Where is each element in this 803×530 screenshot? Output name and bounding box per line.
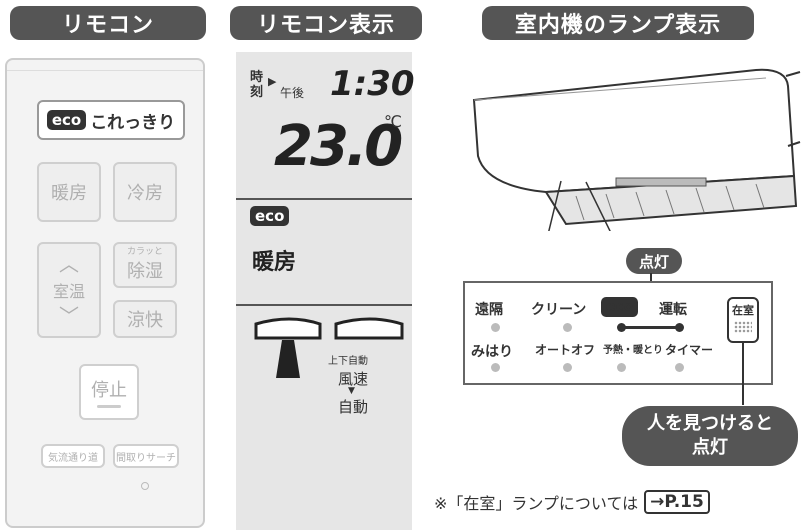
footnote-text: ※「在室」ランプについては [434,494,639,513]
lamp-autooff: オートオフ [535,343,596,357]
stop-label: 停止 [91,380,127,401]
remote-control: eco これっきり 暖房 冷房 ︿ 室温 ﹀ カラッと 除湿 涼快 停止 気流通… [5,58,205,528]
fan-value: 自動 [338,398,369,416]
celsius-unit: ℃ [384,112,402,131]
room-search-label: 間取りサーチ [116,452,176,464]
heat-button[interactable]: 暖房 [37,162,101,222]
room-temp-label: 室温 [52,282,85,301]
lamp-remote: 遠隔 [475,302,503,318]
lamp-dot-watch [491,363,500,372]
lamp-header-text: 室内機のランプ表示 [514,13,722,38]
cool-button-label: 冷房 [127,183,163,204]
lamp-dot-timer [675,363,684,372]
remote-header-text: リモコン [61,13,154,38]
presence-pointer [742,341,744,405]
time-label: 時刻 [250,70,264,100]
cool-comfort-button[interactable]: 涼快 [113,300,177,338]
room-search-button[interactable]: 間取りサーチ [113,444,179,468]
fan-label: 風速 [338,370,369,388]
lamp-preheat: 予熱・暖とり [603,345,663,356]
remote-display: 時刻 ▶ 午後 1:30 23.0 ℃ eco 暖房 上下自動 風速 ▼ 自動 [236,52,415,530]
cool-comfort-label: 涼快 [127,310,163,331]
presence-sensor-icon [734,321,752,333]
lamp-eco: eco [601,297,639,317]
footnote: ※「在室」ランプについては →P.15 [434,488,710,516]
heat-button-label: 暖房 [51,183,87,204]
lamp-dot-eco [617,323,626,332]
temp-updown-button[interactable]: ︿ 室温 ﹀ [37,242,101,338]
dehumid-small-label: カラッと [126,247,163,257]
lamp-dot-autooff [563,363,572,372]
eco-button[interactable]: eco これっきり [37,100,185,140]
lamp-header: 室内機のランプ表示 [482,6,754,40]
triangle-down-icon: ▼ [348,386,355,396]
eco-display-badge: eco [250,206,290,226]
lamp-clean: クリーン [531,302,587,318]
airflow-path-button[interactable]: 気流通り道 [41,444,105,468]
aircon-unit-illustration [472,68,801,231]
airflow-path-label: 気流通り道 [48,452,98,464]
lit-badge-text: 点灯 [638,252,669,271]
page-ref-link[interactable]: →P.15 [644,490,710,514]
ampm-label: 午後 [280,86,305,100]
stop-button[interactable]: 停止 [79,364,139,420]
lamp-lit-line [623,326,679,329]
remote-led [141,482,149,490]
lamp-dot-preheat [617,363,626,372]
lamp-operation: 運転 [659,302,687,318]
dehumid-button[interactable]: カラッと 除湿 [113,242,177,288]
presence-label: 在室 [732,304,754,317]
display-header-text: リモコン表示 [256,13,395,38]
chevron-up-icon[interactable]: ︿ [59,252,79,276]
louver-icon [254,317,404,378]
triangle-right-icon: ▶ [268,75,277,88]
temp-value: 23.0 [274,114,403,179]
remote-header: リモコン [10,6,206,40]
callout-line-1: 人を見つけると [647,413,773,434]
mode-value: 暖房 [252,250,297,275]
time-value: 1:30 [330,64,415,104]
eco-badge: eco [46,110,87,130]
lamp-panel: 遠隔 クリーン eco 運転 みはり オートオフ 予熱・暖とり タイマー 在室 [463,281,773,405]
display-divider-2 [236,304,412,306]
dehumid-label: 除湿 [127,261,163,282]
lamp-timer: タイマー [665,343,714,357]
stop-indicator [97,405,121,408]
remote-divider [7,70,203,71]
display-divider-1 [236,198,412,200]
lamp-dot-remote [491,323,500,332]
display-header: リモコン表示 [230,6,422,40]
callout-line-2: 点灯 [692,437,728,458]
cool-button[interactable]: 冷房 [113,162,177,222]
chevron-down-icon[interactable]: ﹀ [59,304,79,328]
lamp-watch: みはり [471,344,513,360]
lamp-dot-operation [675,323,684,332]
lamp-dot-clean [563,323,572,332]
presence-callout: 人を見つけると 点灯 [622,406,798,466]
lit-badge: 点灯 [626,248,682,274]
presence-lamp: 在室 [727,297,759,343]
swing-label: 上下自動 [328,356,368,367]
eco-button-label: これっきり [90,112,176,133]
